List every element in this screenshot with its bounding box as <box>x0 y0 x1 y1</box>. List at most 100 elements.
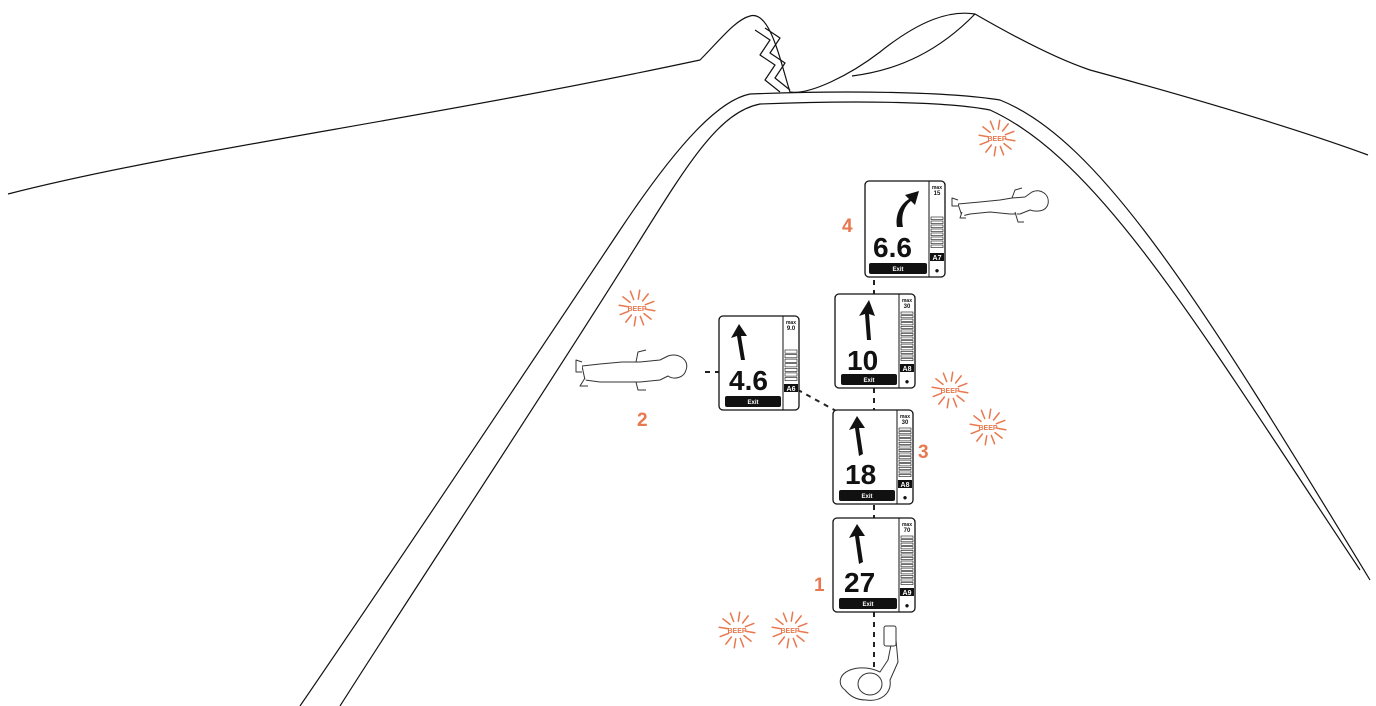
beep-ray <box>1000 146 1003 154</box>
signal-bar <box>901 323 913 325</box>
beep-ray <box>947 399 948 408</box>
signal-bar <box>899 453 911 455</box>
exit-label: Exit <box>892 267 903 273</box>
signal-bar <box>785 377 797 380</box>
beep-ray <box>990 121 993 129</box>
group-icon: ● <box>905 601 910 610</box>
signal-bar <box>901 565 913 567</box>
beep-ray <box>1005 131 1013 134</box>
signal-bar <box>899 467 911 469</box>
beep-ray <box>746 631 755 632</box>
signal-bar <box>931 245 943 248</box>
beep-ray <box>738 612 739 621</box>
group-icon: ● <box>905 377 910 386</box>
transceiver-device-a8-lower: 18 Exit max 30 A8 ● <box>833 410 913 504</box>
signal-bar <box>901 344 913 346</box>
signal-bar <box>901 561 913 563</box>
signal-bar <box>899 435 911 437</box>
signal-bar <box>899 449 911 451</box>
group-icon: ● <box>903 493 908 502</box>
signal-bar <box>785 364 797 367</box>
distance-readout: 6.6 <box>873 232 912 263</box>
signal-bar <box>931 225 943 228</box>
buried-victim-right <box>952 188 1048 222</box>
beep-ray <box>634 317 635 326</box>
beep-ray <box>995 433 1002 439</box>
signal-bar <box>899 432 911 434</box>
signal-bar <box>785 350 797 353</box>
beep-ray <box>958 383 966 386</box>
beep-ray <box>986 145 992 152</box>
beep-ray <box>730 613 733 621</box>
beep-ray <box>943 373 946 381</box>
device-id-tag: A8 <box>901 482 910 489</box>
signal-bar <box>901 557 913 559</box>
beep-ray <box>799 631 808 632</box>
beep-ray <box>779 637 785 644</box>
signal-bar <box>901 536 913 538</box>
beep-label: BEEP <box>627 306 646 313</box>
beep-ray <box>644 314 651 320</box>
signal-bar <box>901 579 913 581</box>
transceiver-device-a8-upper: 10 Exit max 30 A8 ● <box>835 294 915 388</box>
beep-ray <box>787 639 788 648</box>
beep-ray <box>791 612 792 621</box>
signal-bar <box>901 568 913 570</box>
signal-bar <box>901 355 913 357</box>
device-id-tag: A8 <box>903 366 912 373</box>
beep-ray <box>630 291 633 299</box>
beep-ray <box>626 315 632 322</box>
beep-burst: BEEP <box>932 372 968 408</box>
beep-ray <box>983 127 990 133</box>
max-value: 15 <box>934 191 941 197</box>
transceiver-device-a7: 6.6 Exit max 15 A7 ● <box>865 181 945 277</box>
signal-bar <box>899 442 911 444</box>
beep-ray <box>638 290 639 299</box>
signal-bar <box>901 572 913 574</box>
beep-ray <box>994 147 995 156</box>
beep-burst: BEEP <box>970 409 1006 445</box>
signal-bar <box>901 326 913 328</box>
signal-bar <box>899 457 911 459</box>
beep-ray <box>989 409 990 418</box>
beep-ray <box>974 416 981 422</box>
beep-label: BEEP <box>727 628 746 635</box>
beep-ray <box>1003 124 1009 131</box>
signal-bar <box>901 547 913 549</box>
beep-ray <box>956 376 962 383</box>
beep-ray <box>997 428 1006 429</box>
beep-ray <box>951 372 952 381</box>
signal-bar <box>899 428 911 430</box>
exit-label: Exit <box>863 378 874 384</box>
beep-burst: BEEP <box>772 612 808 648</box>
beep-ray <box>776 619 783 625</box>
max-value: 70 <box>904 528 911 534</box>
beep-ray <box>726 637 732 644</box>
signal-bar <box>931 241 943 244</box>
beep-ray <box>797 636 804 642</box>
distance-readout: 4.6 <box>729 365 768 396</box>
beep-burst: BEEP <box>719 612 755 648</box>
max-value: 9.0 <box>787 326 796 332</box>
beep-ray <box>959 391 968 392</box>
signal-bar <box>901 543 913 545</box>
signal-bar <box>899 471 911 473</box>
step-label-3: 3 <box>918 442 929 463</box>
signal-bar <box>901 348 913 350</box>
signal-bar <box>931 233 943 236</box>
device-id-tag: A7 <box>933 255 942 262</box>
signal-bar <box>901 319 913 321</box>
signal-bar <box>901 337 913 339</box>
beep-ray <box>740 638 743 646</box>
device-id-tag: A9 <box>903 590 912 597</box>
beep-ray <box>991 435 994 443</box>
beep-ray <box>981 410 984 418</box>
signal-strength-bars <box>785 350 797 381</box>
signal-bar <box>899 446 911 448</box>
signal-bar <box>931 237 943 240</box>
signal-bar <box>785 373 797 376</box>
signal-bar <box>901 358 913 360</box>
beep-burst: BEEP <box>619 290 655 326</box>
beep-ray <box>1004 144 1011 150</box>
